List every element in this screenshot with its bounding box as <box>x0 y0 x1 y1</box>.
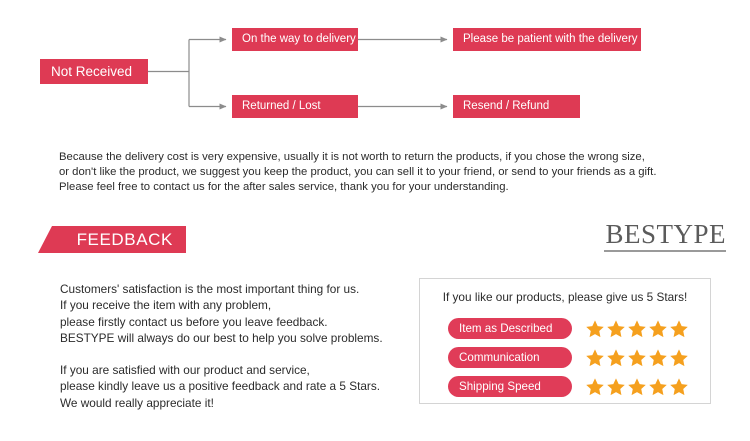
feedback-line: BESTYPE will always do our best to help … <box>60 330 383 345</box>
star-icon <box>670 377 688 395</box>
logo-wordmark: BESTYPE <box>605 219 726 249</box>
flow-node-resend-refund[interactable]: Resend / Refund <box>453 95 580 118</box>
flow-node-please-be-patient[interactable]: Please be patient with the delivery <box>453 28 641 51</box>
logo-underline-rule <box>604 250 726 252</box>
feedback-line: please firstly contact us before you lea… <box>60 314 328 329</box>
star-icon <box>607 348 625 366</box>
rating-label-communication: Communication <box>448 347 572 368</box>
flow-node-on-the-way-to-delivery[interactable]: On the way to delivery <box>232 28 358 51</box>
flow-node-returned-lost[interactable]: Returned / Lost <box>232 95 358 118</box>
star-icon <box>649 319 667 337</box>
policy-line: or don't like the product, we suggest yo… <box>59 166 657 179</box>
feedback-line: Customers' satisfaction is the most impo… <box>60 282 360 296</box>
rating-row-item-as-described: Item as Described <box>448 318 689 339</box>
rating-row-communication: Communication <box>448 347 689 368</box>
rating-label-shipping-speed: Shipping Speed <box>448 376 572 397</box>
rating-panel-title: If you like our products, please give us… <box>442 290 688 304</box>
star-rating-item-as-described[interactable] <box>585 319 689 339</box>
feedback-line: If you are satisfied with our product an… <box>60 363 310 378</box>
rating-panel: If you like our products, please give us… <box>419 278 711 404</box>
star-icon <box>586 319 604 337</box>
star-icon <box>628 377 646 395</box>
star-rating-communication[interactable] <box>585 348 689 368</box>
star-icon <box>628 319 646 337</box>
feedback-line: please kindly leave us a positive feedba… <box>60 379 381 394</box>
star-icon <box>628 348 646 366</box>
delivery-flowchart: Not Received On the way to delivery Plea… <box>0 0 750 140</box>
policy-line: Because the delivery cost is very expens… <box>59 151 645 163</box>
star-icon <box>649 348 667 366</box>
feedback-body-text: Customers' satisfaction is the most impo… <box>60 281 410 411</box>
star-icon <box>607 377 625 395</box>
paragraph-spacer <box>60 346 410 362</box>
star-rating-shipping-speed[interactable] <box>585 377 689 397</box>
star-icon <box>670 348 688 366</box>
policy-line: Please feel free to contact us for the a… <box>59 181 509 194</box>
return-policy-paragraph: Because the delivery cost is very expens… <box>59 150 699 196</box>
flow-node-not-received[interactable]: Not Received <box>40 59 148 84</box>
feedback-line: We would really appreciate it! <box>60 395 214 410</box>
feedback-line: If you receive the item with any problem… <box>60 298 272 313</box>
star-icon <box>586 348 604 366</box>
star-icon <box>607 319 625 337</box>
rating-row-shipping-speed: Shipping Speed <box>448 376 689 397</box>
star-icon <box>649 377 667 395</box>
star-icon <box>586 377 604 395</box>
feedback-section-banner: FEEDBACK <box>38 226 186 253</box>
bestype-logo: BESTYPE <box>604 221 726 252</box>
rating-label-item-as-described: Item as Described <box>448 318 572 339</box>
flowchart-connectors <box>148 36 448 110</box>
star-icon <box>670 319 688 337</box>
